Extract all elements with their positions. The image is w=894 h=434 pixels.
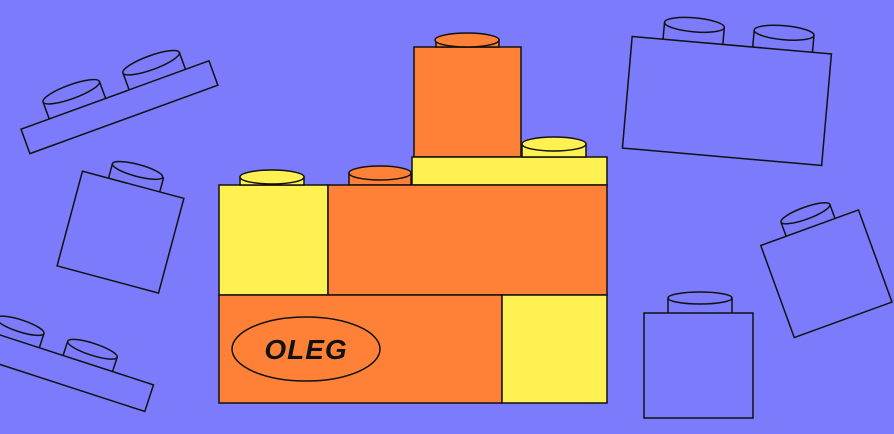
brick-yellow-bottom-right [501,294,608,404]
brick-orange-top [413,32,522,158]
brick-label: OLEG [264,334,347,365]
brick-orange-middle [327,184,608,296]
outline-brick-left-cube [56,160,185,294]
brick-stack [218,32,608,404]
brick-yellow-plate [411,136,608,186]
brick-yellow-left [218,169,329,296]
label-oval [231,316,381,382]
stud-orange [348,165,412,186]
outline-brick-top-right [621,16,833,167]
outline-brick-bottom-left [0,315,155,413]
outline-brick-top-left [20,49,219,155]
brick-orange-bottom [218,294,503,404]
outline-brick-right-cube [759,201,893,339]
outline-brick-bottom-right [643,291,754,419]
